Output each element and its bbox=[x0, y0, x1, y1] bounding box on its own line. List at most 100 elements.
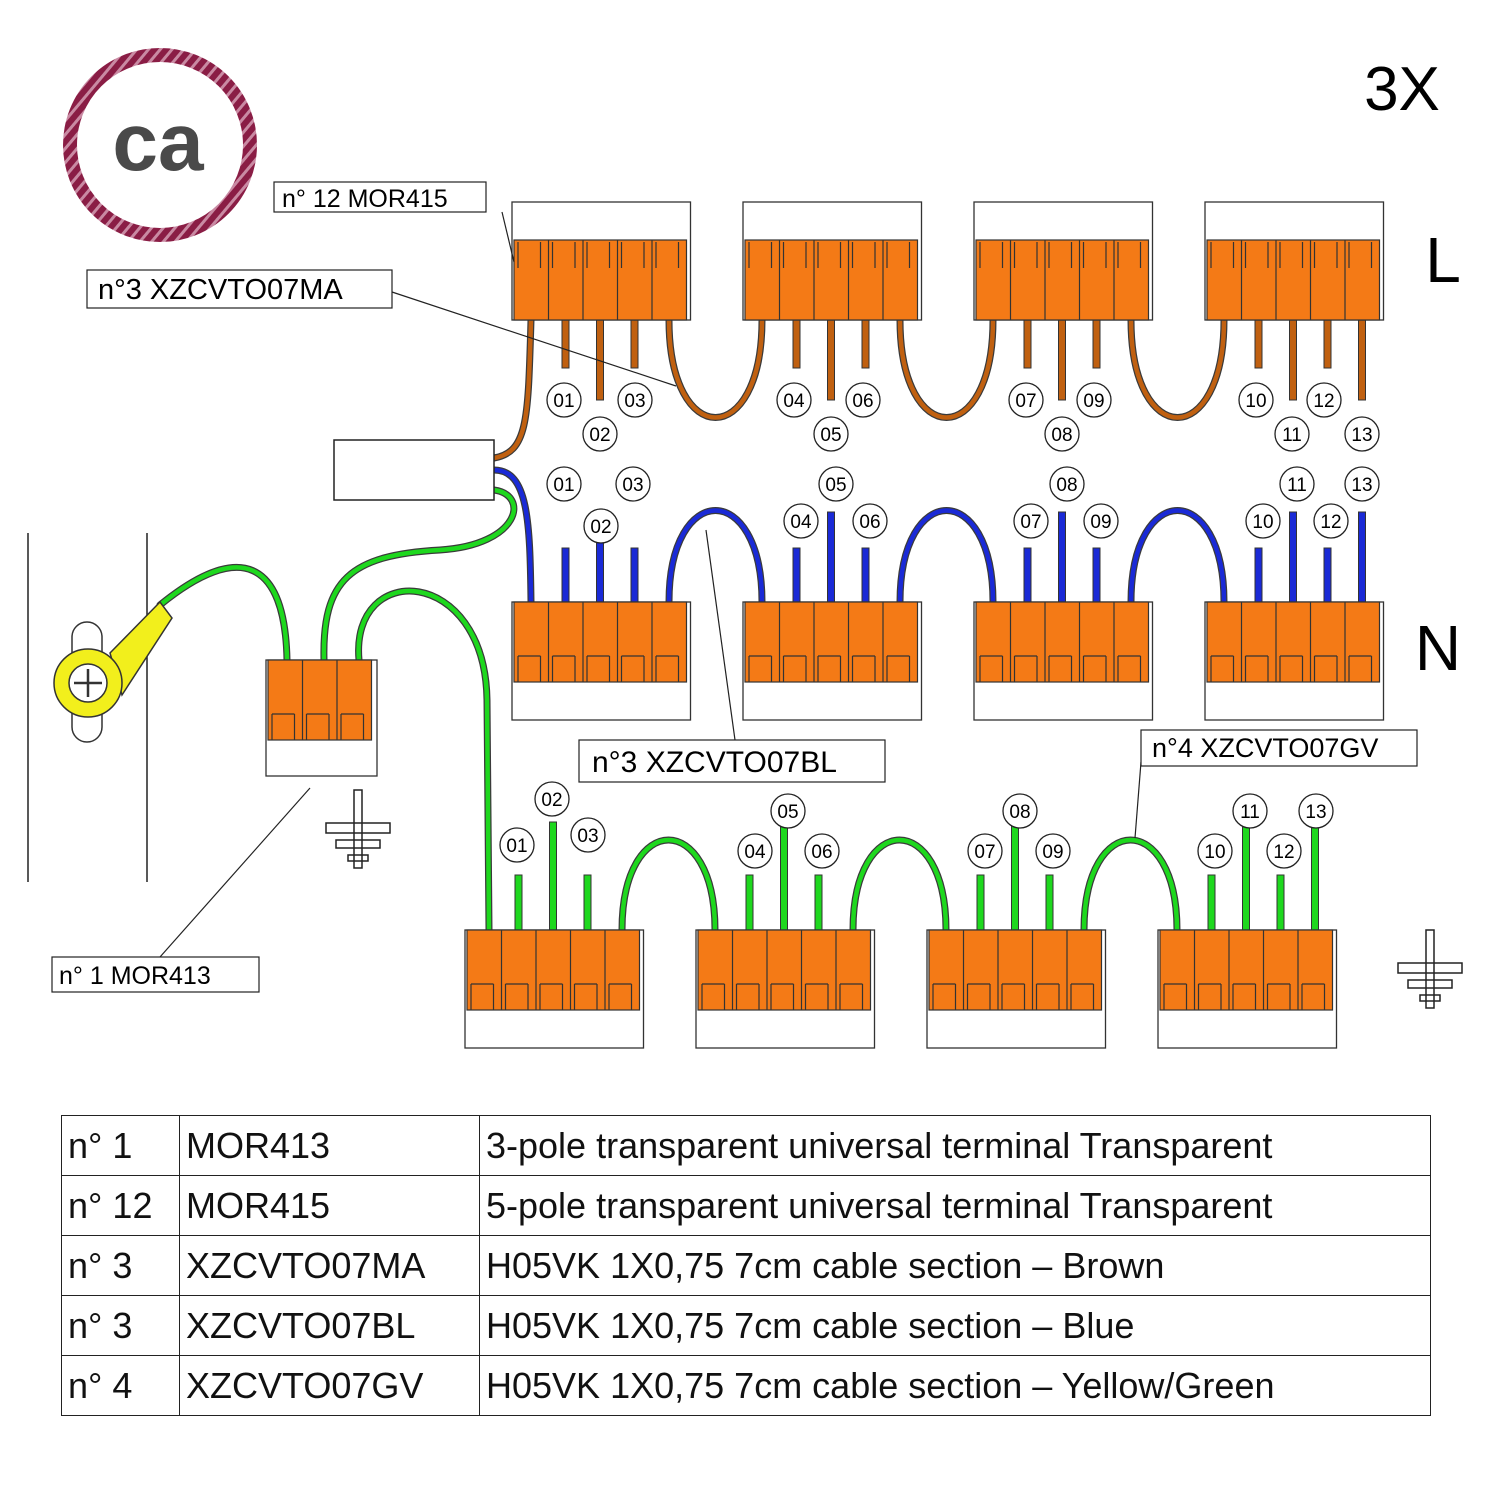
callout-blue-cable: n°3 XZCVTO07BL bbox=[578, 739, 886, 783]
svg-text:11: 11 bbox=[1287, 475, 1307, 496]
output-badge-03: 03 bbox=[615, 466, 651, 502]
green-output-wire bbox=[780, 821, 788, 931]
output-badge-13: 13 bbox=[1298, 793, 1334, 829]
brown-output-wire bbox=[1358, 319, 1366, 401]
output-badge-09: 09 bbox=[1076, 382, 1112, 418]
svg-text:13: 13 bbox=[1351, 475, 1372, 496]
svg-text:12: 12 bbox=[1313, 391, 1334, 412]
parts-cell-description: 3-pole transparent universal terminal Tr… bbox=[479, 1115, 1431, 1176]
earth-terminal-block bbox=[1157, 929, 1338, 1049]
svg-text:02: 02 bbox=[589, 425, 610, 446]
earth-symbol-icon bbox=[1397, 929, 1463, 1009]
svg-text:07: 07 bbox=[1020, 512, 1041, 533]
green-output-wire bbox=[976, 874, 985, 931]
green-output-wire bbox=[1207, 874, 1216, 931]
green-output-wire bbox=[745, 874, 754, 931]
green-jumper-wire bbox=[618, 836, 719, 934]
green-output-wire bbox=[1011, 821, 1019, 931]
svg-text:n°3 XZCVTO07MA: n°3 XZCVTO07MA bbox=[98, 274, 343, 306]
brown-output-wire bbox=[1092, 319, 1101, 369]
green-output-wire bbox=[814, 874, 823, 931]
output-badge-04: 04 bbox=[737, 833, 773, 869]
blue-jumper-wire-core bbox=[1128, 508, 1227, 605]
green-jumper-wire-core bbox=[619, 837, 718, 933]
svg-text:06: 06 bbox=[811, 842, 832, 863]
svg-text:10: 10 bbox=[1252, 512, 1273, 533]
ring-lug bbox=[53, 600, 173, 718]
output-badge-05: 05 bbox=[770, 793, 806, 829]
green-output-wire bbox=[1276, 874, 1285, 931]
output-badge-06: 06 bbox=[845, 382, 881, 418]
brown-output-wire bbox=[1323, 319, 1332, 369]
output-badge-10: 10 bbox=[1238, 382, 1274, 418]
output-badge-06: 06 bbox=[852, 503, 888, 539]
green-output-wire bbox=[1045, 874, 1054, 931]
output-badge-11: 11 bbox=[1279, 466, 1315, 502]
parts-cell-qty: n° 4 bbox=[61, 1355, 180, 1416]
svg-text:10: 10 bbox=[1245, 391, 1266, 412]
svg-text:05: 05 bbox=[825, 475, 846, 496]
output-badge-08: 08 bbox=[1002, 793, 1038, 829]
blue-output-wire bbox=[1092, 547, 1101, 603]
green-feed-wire-core bbox=[321, 487, 517, 663]
brown-output-wire bbox=[1254, 319, 1263, 369]
multiplier-label: 3X bbox=[1364, 55, 1440, 124]
svg-text:12: 12 bbox=[1320, 512, 1341, 533]
earth-terminal-block bbox=[695, 929, 876, 1049]
blue-output-wire bbox=[1289, 511, 1297, 603]
blue-jumper-wire bbox=[896, 507, 997, 606]
blue-jumper-wire bbox=[665, 507, 766, 606]
parts-cell-description: H05VK 1X0,75 7cm cable section – Blue bbox=[479, 1295, 1431, 1356]
blue-feed-wire-core bbox=[491, 467, 534, 605]
blue-jumper-wire-core bbox=[897, 508, 996, 605]
brown-output-wire bbox=[792, 319, 801, 369]
output-badge-05: 05 bbox=[818, 466, 854, 502]
svg-text:08: 08 bbox=[1009, 802, 1030, 823]
brown-output-wire bbox=[861, 319, 870, 369]
svg-text:04: 04 bbox=[790, 512, 812, 533]
blue-output-wire bbox=[630, 547, 639, 603]
neutral-terminal-block bbox=[1204, 601, 1385, 721]
blue-output-wire bbox=[1254, 547, 1263, 603]
brown-output-wire bbox=[1058, 319, 1066, 401]
output-badge-08: 08 bbox=[1044, 416, 1080, 452]
parts-cell-qty: n° 3 bbox=[61, 1235, 180, 1296]
svg-text:02: 02 bbox=[541, 790, 562, 811]
logo-text: ca bbox=[112, 97, 205, 188]
green-output-wire bbox=[583, 874, 592, 931]
blue-output-wire bbox=[827, 511, 835, 603]
svg-text:05: 05 bbox=[777, 802, 798, 823]
output-badge-10: 10 bbox=[1245, 503, 1281, 539]
brand-logo: ca bbox=[63, 48, 257, 242]
parts-cell-description: 5-pole transparent universal terminal Tr… bbox=[479, 1175, 1431, 1236]
blue-jumper-wire-core bbox=[666, 508, 765, 605]
svg-text:n° 1 MOR413: n° 1 MOR413 bbox=[59, 962, 211, 990]
svg-text:05: 05 bbox=[820, 425, 841, 446]
line-rail-label: L bbox=[1425, 224, 1461, 296]
parts-cell-qty: n° 1 bbox=[61, 1115, 180, 1176]
output-badge-04: 04 bbox=[776, 382, 812, 418]
output-badge-02: 02 bbox=[534, 781, 570, 817]
output-badge-04: 04 bbox=[783, 503, 819, 539]
green-jumper-wire bbox=[849, 836, 950, 934]
output-badge-07: 07 bbox=[1008, 382, 1044, 418]
neutral-rail-label: N bbox=[1415, 612, 1461, 684]
blue-output-wire bbox=[792, 547, 801, 603]
svg-text:08: 08 bbox=[1056, 475, 1077, 496]
parts-cell-description: H05VK 1X0,75 7cm cable section – Brown bbox=[479, 1235, 1431, 1296]
brown-jumper-wire bbox=[1127, 316, 1228, 421]
svg-text:08: 08 bbox=[1051, 425, 1072, 446]
output-badge-12: 12 bbox=[1266, 833, 1302, 869]
output-badge-01: 01 bbox=[499, 827, 535, 863]
svg-text:03: 03 bbox=[624, 391, 645, 412]
output-badge-06: 06 bbox=[804, 833, 840, 869]
output-badge-07: 07 bbox=[967, 833, 1003, 869]
svg-text:06: 06 bbox=[859, 512, 880, 533]
svg-text:09: 09 bbox=[1042, 842, 1063, 863]
output-badge-01: 01 bbox=[546, 466, 582, 502]
callout-brown-cable: n°3 XZCVTO07MA bbox=[86, 269, 393, 309]
brown-jumper-wire-core bbox=[1128, 317, 1227, 420]
earth-terminal-block bbox=[464, 929, 645, 1049]
